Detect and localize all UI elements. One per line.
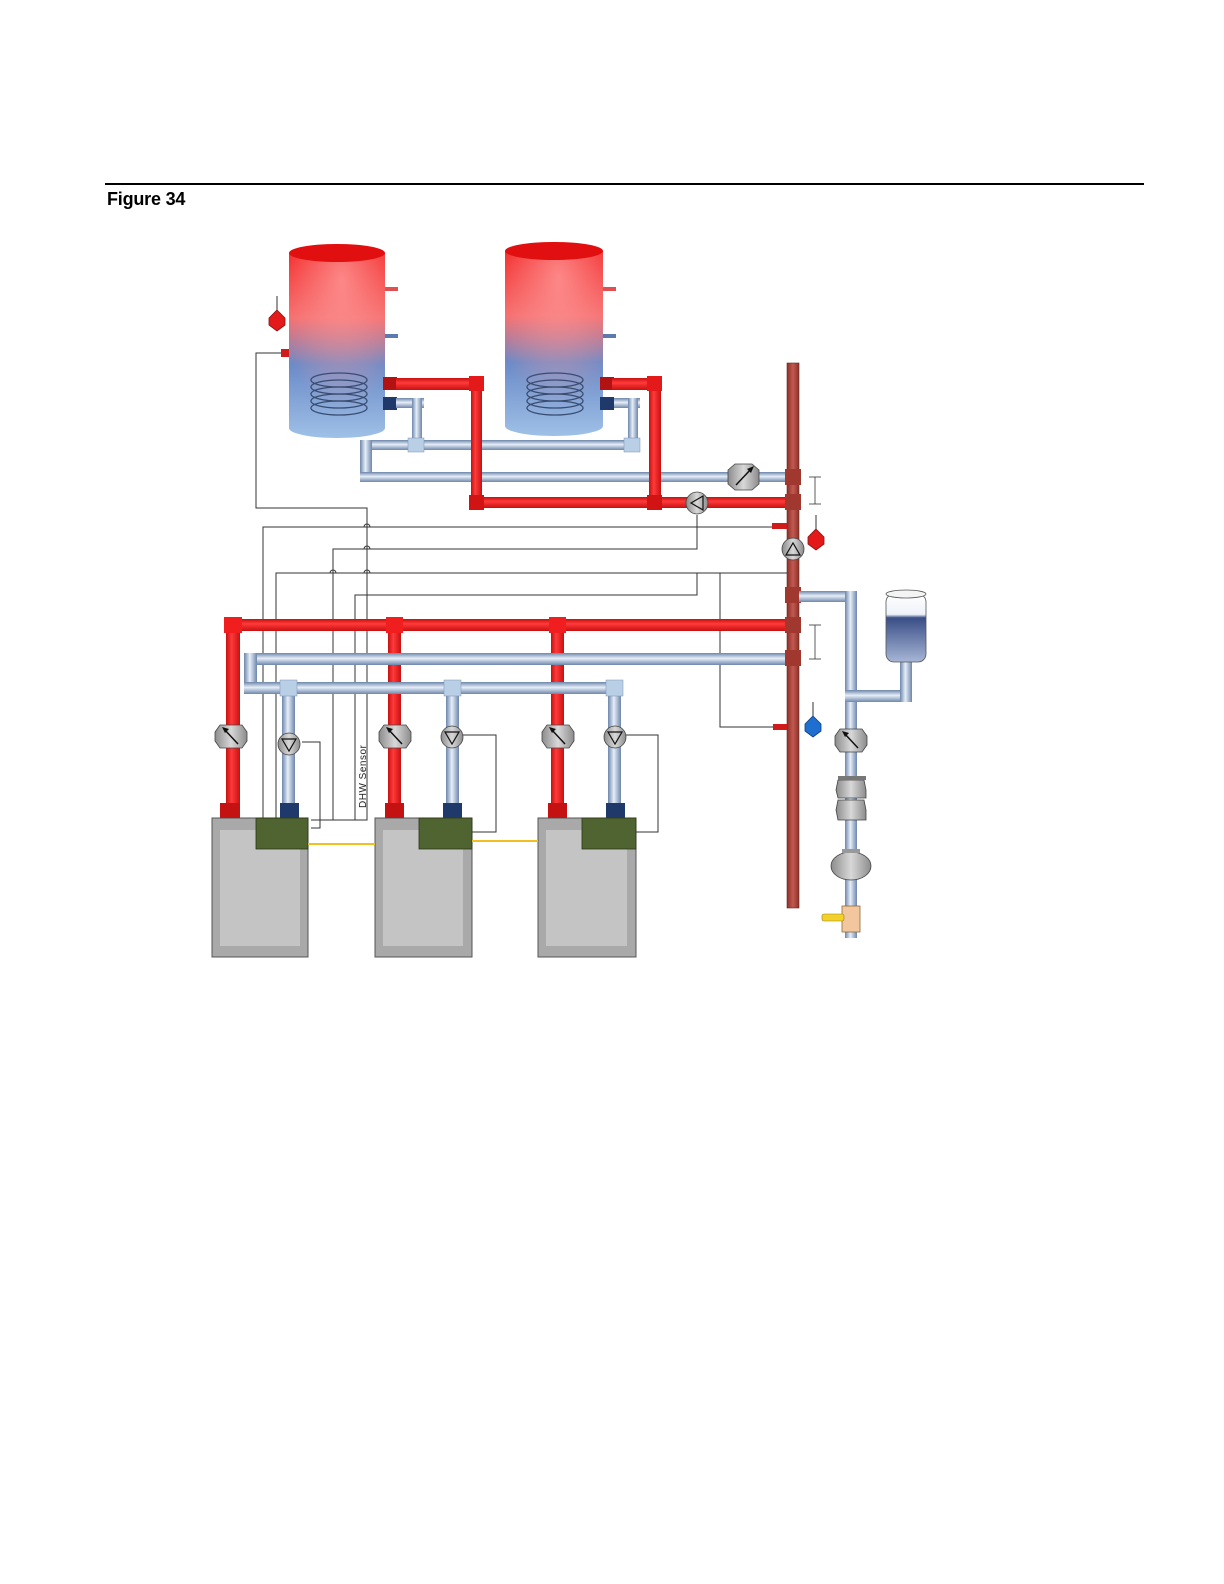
boiler-supply-header bbox=[224, 617, 792, 809]
circulator-pump-icon bbox=[604, 726, 626, 748]
return-sensor-probe bbox=[773, 724, 787, 730]
check-valve-icon bbox=[215, 725, 247, 748]
circulator-pump-icon bbox=[782, 538, 804, 560]
boiler-1 bbox=[212, 803, 308, 957]
dhw-sensor-label: DHW Sensor bbox=[358, 744, 369, 808]
dhw-tank-2 bbox=[505, 242, 616, 436]
pressure-reducing-valve-icon bbox=[831, 849, 871, 880]
tank-sensor-probe bbox=[281, 349, 289, 357]
tee-spacing-marks bbox=[809, 477, 821, 659]
circulator-pump-icon bbox=[278, 733, 300, 755]
primary-loop-header bbox=[785, 363, 801, 908]
supply-sensor-probe bbox=[772, 523, 787, 529]
boiler-3 bbox=[538, 803, 636, 957]
backflow-preventer-icon bbox=[836, 776, 866, 820]
check-valve-icon bbox=[728, 464, 759, 490]
boiler-2 bbox=[375, 803, 472, 957]
circulator-pump-icon bbox=[441, 726, 463, 748]
check-valve-icon bbox=[835, 729, 867, 752]
ball-valve-icon bbox=[822, 906, 860, 932]
circulator-pump-icon bbox=[686, 492, 708, 514]
check-valve-icon bbox=[379, 725, 411, 748]
thermometer-icon bbox=[805, 702, 821, 737]
dhw-tank-1 bbox=[289, 244, 398, 438]
boiler-return-header bbox=[244, 653, 792, 807]
expansion-tank-icon bbox=[886, 590, 926, 662]
check-valve-icon bbox=[542, 725, 574, 748]
thermometer-icon bbox=[269, 296, 285, 331]
thermometer-icon bbox=[808, 515, 824, 550]
